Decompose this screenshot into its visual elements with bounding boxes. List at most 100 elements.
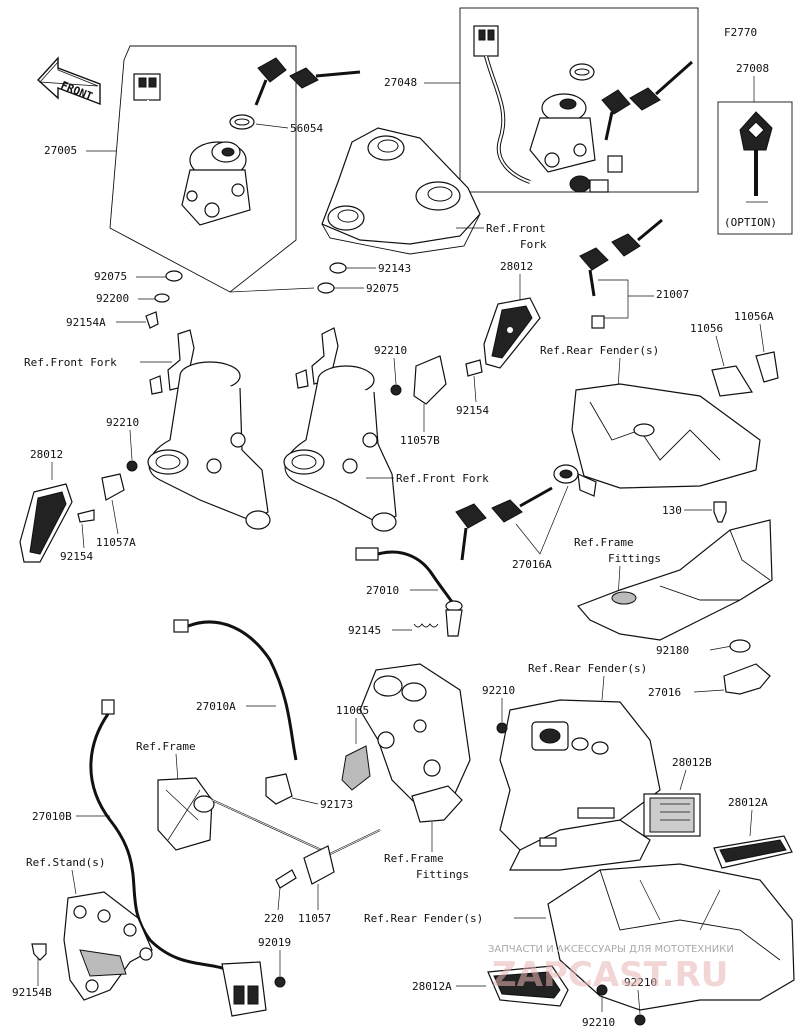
sensor-icon xyxy=(355,547,463,637)
label-11056: 11056 xyxy=(690,322,723,335)
label-130: 130 xyxy=(662,504,682,517)
label-92180: 92180 xyxy=(656,644,689,657)
label-92154-mid: 92154 xyxy=(456,404,489,417)
rear-fender-lower xyxy=(547,863,795,1011)
bolt-icon xyxy=(145,311,159,329)
label-92154-left: 92154 xyxy=(60,550,93,563)
label-92075-b: 92075 xyxy=(366,282,399,295)
label-27008: 27008 xyxy=(736,62,769,75)
watermark-big: ZAPCAST.RU xyxy=(492,955,728,995)
reflector-icon xyxy=(643,793,701,837)
label-28012A-right: 28012A xyxy=(728,796,768,809)
rear-fender-upper xyxy=(571,383,761,489)
label-27048: 27048 xyxy=(384,76,417,89)
label-27010: 27010 xyxy=(366,584,399,597)
stand-switch-icon xyxy=(221,961,286,1017)
watermark-small: ЗАПЧАСТИ И АКСЕССУАРЫ ДЛЯ МОТОТЕХНИКИ xyxy=(488,944,734,955)
ref-frame-fittings-2a: Ref.Frame xyxy=(384,852,444,865)
label-92210-d: 92210 xyxy=(624,976,657,989)
screw-icon xyxy=(275,869,297,889)
ref-frame-fittings-1b: Fittings xyxy=(608,552,661,565)
clamp-icon xyxy=(265,773,293,805)
bolt-icon xyxy=(713,501,727,523)
washer-icon xyxy=(329,262,347,274)
key-set-icon xyxy=(579,218,663,329)
reflector-icon xyxy=(487,965,569,1007)
front-arrow-icon: FRONT xyxy=(37,56,101,106)
spring-icon xyxy=(413,623,439,628)
license-mount xyxy=(499,699,661,871)
ref-front-fork-top-2: Fork xyxy=(520,238,547,251)
label-220: 220 xyxy=(264,912,284,925)
label-11057: 11057 xyxy=(298,912,331,925)
label-21007: 21007 xyxy=(656,288,689,301)
option-key-box: (OPTION) xyxy=(717,101,793,235)
stand-bracket xyxy=(63,891,153,1001)
ref-stand: Ref.Stand(s) xyxy=(26,856,105,869)
label-92019: 92019 xyxy=(258,936,291,949)
bracket-icon xyxy=(711,351,779,397)
ref-rear-fender-3: Ref.Rear Fender(s) xyxy=(364,912,483,925)
ref-front-fork-mid: Ref.Front Fork xyxy=(396,472,489,485)
label-27016: 27016 xyxy=(648,686,681,699)
label-11065: 11065 xyxy=(336,704,369,717)
nut-icon xyxy=(496,722,508,734)
label-92145: 92145 xyxy=(348,624,381,637)
nut-icon xyxy=(390,384,402,396)
bracket-icon xyxy=(303,845,335,885)
latch-icon xyxy=(723,663,771,695)
label-92075-a: 92075 xyxy=(94,270,127,283)
ref-front-fork-top: Ref.Front xyxy=(486,222,546,235)
harness-icon xyxy=(173,619,298,761)
label-28012-left: 28012 xyxy=(30,448,63,461)
key-icon xyxy=(254,57,361,106)
label-27005: 27005 xyxy=(44,144,77,157)
bracket-icon xyxy=(413,355,447,405)
reflector-icon xyxy=(19,483,73,563)
ref-rear-fender-2: Ref.Rear Fender(s) xyxy=(528,662,647,675)
label-92143: 92143 xyxy=(378,262,411,275)
label-92210-b: 92210 xyxy=(106,416,139,429)
label-92200: 92200 xyxy=(96,292,129,305)
label-11057B: 11057B xyxy=(400,434,440,447)
ref-rear-fender-1: Ref.Rear Fender(s) xyxy=(540,344,659,357)
top-bracket xyxy=(321,127,481,255)
grommet-icon xyxy=(729,639,751,653)
washer-icon xyxy=(154,293,170,303)
label-28012B: 28012B xyxy=(672,756,712,769)
ref-frame: Ref.Frame xyxy=(136,740,196,753)
ref-frame-fittings-1a: Ref.Frame xyxy=(574,536,634,549)
ignition-set-box xyxy=(459,7,699,193)
washer-icon xyxy=(317,282,335,294)
stand-switch-bracket xyxy=(341,663,471,823)
nut-icon xyxy=(634,1014,646,1026)
label-92210-e: 92210 xyxy=(582,1016,615,1029)
bolt-icon xyxy=(31,943,47,961)
label-92154B: 92154B xyxy=(12,986,52,999)
label-56054: 56054 xyxy=(290,122,323,135)
bracket-icon xyxy=(101,473,125,501)
bolt-icon xyxy=(77,509,95,523)
label-11056A: 11056A xyxy=(734,310,774,323)
label-28012A-bottom: 28012A xyxy=(412,980,452,993)
ref-frame-fittings-2b: Fittings xyxy=(416,868,469,881)
option-label: (OPTION) xyxy=(724,216,777,229)
seat-lock-icon xyxy=(455,464,597,561)
figure-code: F2770 xyxy=(724,26,757,39)
ref-front-fork-left: Ref.Front Fork xyxy=(24,356,117,369)
label-92210-c: 92210 xyxy=(482,684,515,697)
label-11057A: 11057A xyxy=(96,536,136,549)
reflector-icon xyxy=(483,297,541,369)
middle-bracket xyxy=(283,327,397,532)
label-92154A: 92154A xyxy=(66,316,106,329)
nut-icon xyxy=(596,984,608,996)
label-92210-a: 92210 xyxy=(374,344,407,357)
left-bracket xyxy=(147,329,271,530)
bolt-icon xyxy=(465,359,483,377)
frame-mount xyxy=(157,777,215,851)
label-27010A: 27010A xyxy=(196,700,236,713)
nut-icon xyxy=(126,460,138,472)
label-28012-top: 28012 xyxy=(500,260,533,273)
